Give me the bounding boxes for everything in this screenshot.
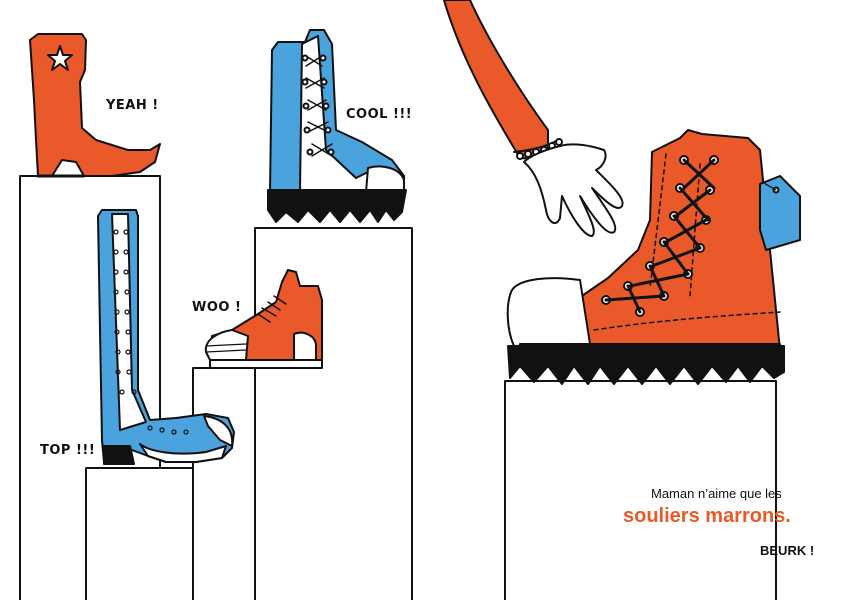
cowboy-boot bbox=[29, 33, 161, 178]
label-woo: WOO ! bbox=[192, 300, 242, 315]
caption-line-2: souliers marrons. bbox=[623, 505, 791, 527]
caption-line-1: Maman n’aime que les bbox=[651, 486, 782, 501]
label-top: TOP !!! bbox=[40, 443, 96, 458]
label-cool: COOL !!! bbox=[346, 107, 413, 122]
low-orange-sneaker bbox=[204, 269, 323, 369]
label-yeah: YEAH ! bbox=[106, 98, 159, 113]
blue-lace-boot-top bbox=[267, 29, 407, 223]
blue-knee-boot bbox=[97, 209, 235, 465]
caption-exclamation: BEURK ! bbox=[760, 543, 815, 558]
pedestal-middle-tall bbox=[254, 227, 413, 600]
reaching-arm bbox=[443, 0, 624, 237]
big-orange-sneaker bbox=[506, 129, 801, 385]
